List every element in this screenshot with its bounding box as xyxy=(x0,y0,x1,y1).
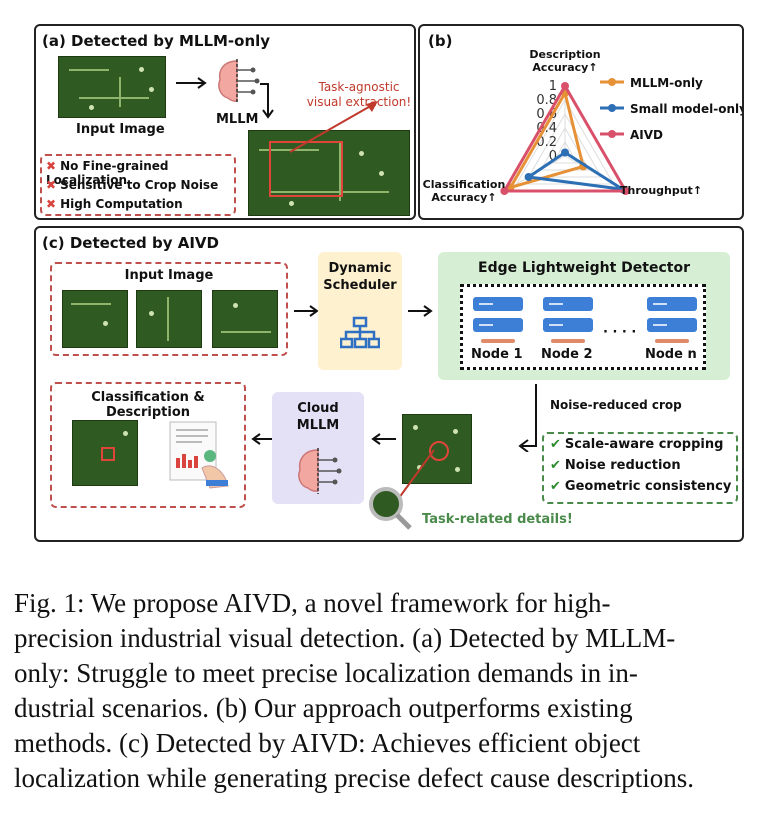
mllm-label: MLLM xyxy=(216,112,259,127)
noise-reduced-crop xyxy=(402,414,472,484)
arrow-bend-icon xyxy=(260,83,274,119)
series-line xyxy=(507,89,585,190)
node-2 xyxy=(543,297,593,343)
caption-line: only: Struggle to meet precise localizat… xyxy=(14,658,638,688)
series-point xyxy=(621,187,630,195)
caption-line: methods. (c) Detected by AIVD: Achieves … xyxy=(14,728,641,758)
series-point xyxy=(561,82,569,90)
series-line xyxy=(524,150,624,191)
noise-label: Noise-reduced crop xyxy=(550,398,682,412)
zoomed-pcb-image xyxy=(248,130,410,216)
classification-box: Classification & Description xyxy=(50,382,246,508)
brain-icon xyxy=(298,448,342,494)
task-agnostic-note: Task-agnostic visual extraction! xyxy=(306,80,412,109)
issue-item: ✖Sensitive to Crop Noise xyxy=(46,178,219,192)
brain-icon xyxy=(218,59,260,104)
series-line xyxy=(501,83,629,193)
classification-label: Classification & Description xyxy=(91,390,205,420)
arrow-right-icon xyxy=(408,305,433,317)
scheduler-label: Dynamic Scheduler xyxy=(323,261,397,293)
report-icon xyxy=(169,421,229,489)
edge-detector-box: Edge Lightweight Detector Node 1 Node 2 … xyxy=(438,252,730,380)
task-details-label: Task-related details! xyxy=(422,512,573,527)
figure-caption: Fig. 1: We propose AIVD, a novel framewo… xyxy=(14,586,764,796)
arrow-left-icon xyxy=(371,433,396,445)
issue-item: ✖No Fine-grained Localization xyxy=(46,159,169,187)
caption-line: localization while generating precise de… xyxy=(14,763,694,793)
panel-b-title: (b) xyxy=(428,32,453,50)
cloud-label: Cloud MLLM xyxy=(296,401,340,433)
legend-marker xyxy=(608,130,616,138)
node-n xyxy=(647,297,697,343)
grid-ring xyxy=(552,141,578,164)
cloud-mllm-box: Cloud MLLM xyxy=(272,392,364,504)
node-1 xyxy=(473,297,523,343)
check-item: ✔Geometric consistency xyxy=(550,479,732,494)
issue-item: ✖High Computation xyxy=(46,197,183,211)
pcb-thumb xyxy=(136,290,202,348)
zoom-line xyxy=(395,449,435,503)
check-icon: ✔ xyxy=(550,458,561,473)
input-image-label: Input Image xyxy=(124,268,214,283)
tick-label: 1 xyxy=(549,79,557,94)
caption-line: dustrial scenarios. (b) Our approach out… xyxy=(14,693,633,723)
grid-ring xyxy=(515,98,615,185)
input-image-label: Input Image xyxy=(76,122,165,137)
detector-title: Edge Lightweight Detector xyxy=(478,260,690,276)
cross-icon: ✖ xyxy=(46,197,57,211)
panel-a: (a) Detected by MLLM-only Input Image ML… xyxy=(34,24,416,220)
pcb-thumb xyxy=(212,290,278,348)
node-label: Node n xyxy=(645,347,697,362)
panel-c-title: (c) Detected by AIVD xyxy=(42,234,219,252)
axis-label-description: Description Accuracy↑ xyxy=(529,48,601,74)
input-pcb-image xyxy=(58,56,166,118)
tick-label: 0.8 xyxy=(536,93,557,108)
legend-label: AIVD xyxy=(630,128,663,142)
checks-box: ✔Scale-aware cropping ✔Noise reduction ✔… xyxy=(542,432,738,504)
extraction-arrow xyxy=(289,101,378,153)
issues-box: ✖No Fine-grained Localization ✖Sensitive… xyxy=(40,154,236,216)
cross-icon: ✖ xyxy=(46,178,57,192)
node-label: Node 1 xyxy=(471,347,523,362)
legend-marker xyxy=(608,78,616,86)
defect-thumb xyxy=(72,420,138,486)
pcb-thumb xyxy=(62,290,128,348)
arrow-right-icon xyxy=(176,77,207,89)
cross-icon: ✖ xyxy=(46,159,57,173)
hierarchy-icon xyxy=(340,316,380,349)
series-point xyxy=(524,173,533,181)
tick-label: 0.2 xyxy=(536,135,557,150)
axis-label-throughput: Throughput↑ xyxy=(620,184,703,197)
magnifier-icon xyxy=(369,487,412,530)
dynamic-scheduler-box: Dynamic Scheduler xyxy=(318,252,402,370)
check-item: ✔Noise reduction xyxy=(550,458,681,473)
check-icon: ✔ xyxy=(550,437,561,452)
legend-label: MLLM-only xyxy=(630,76,703,90)
return-arrow xyxy=(518,384,537,452)
tick-label: 0 xyxy=(549,149,557,164)
caption-line: precision industrial visual detection. (… xyxy=(14,623,676,653)
arrow-right-icon xyxy=(294,305,319,317)
nodes-container: Node 1 Node 2 · · · · Node n xyxy=(460,284,706,370)
series-point xyxy=(561,148,569,157)
check-icon: ✔ xyxy=(550,479,561,494)
axis-label-classification: Classification Accuracy↑ xyxy=(422,178,506,204)
panel-c: (c) Detected by AIVD Input Image Dynamic… xyxy=(34,226,744,542)
input-images-box: Input Image xyxy=(50,262,288,356)
grid-ring xyxy=(527,112,603,178)
legend-marker xyxy=(608,104,616,112)
series-point xyxy=(500,187,509,195)
caption-line: Fig. 1: We propose AIVD, a novel framewo… xyxy=(14,588,611,618)
panel-a-title: (a) Detected by MLLM-only xyxy=(42,32,271,50)
legend-label: Small model-only xyxy=(630,102,742,116)
check-item: ✔Scale-aware cropping xyxy=(550,437,724,452)
ellipsis: · · · · xyxy=(603,325,637,340)
grid-ring xyxy=(539,127,591,171)
node-label: Node 2 xyxy=(541,347,593,362)
